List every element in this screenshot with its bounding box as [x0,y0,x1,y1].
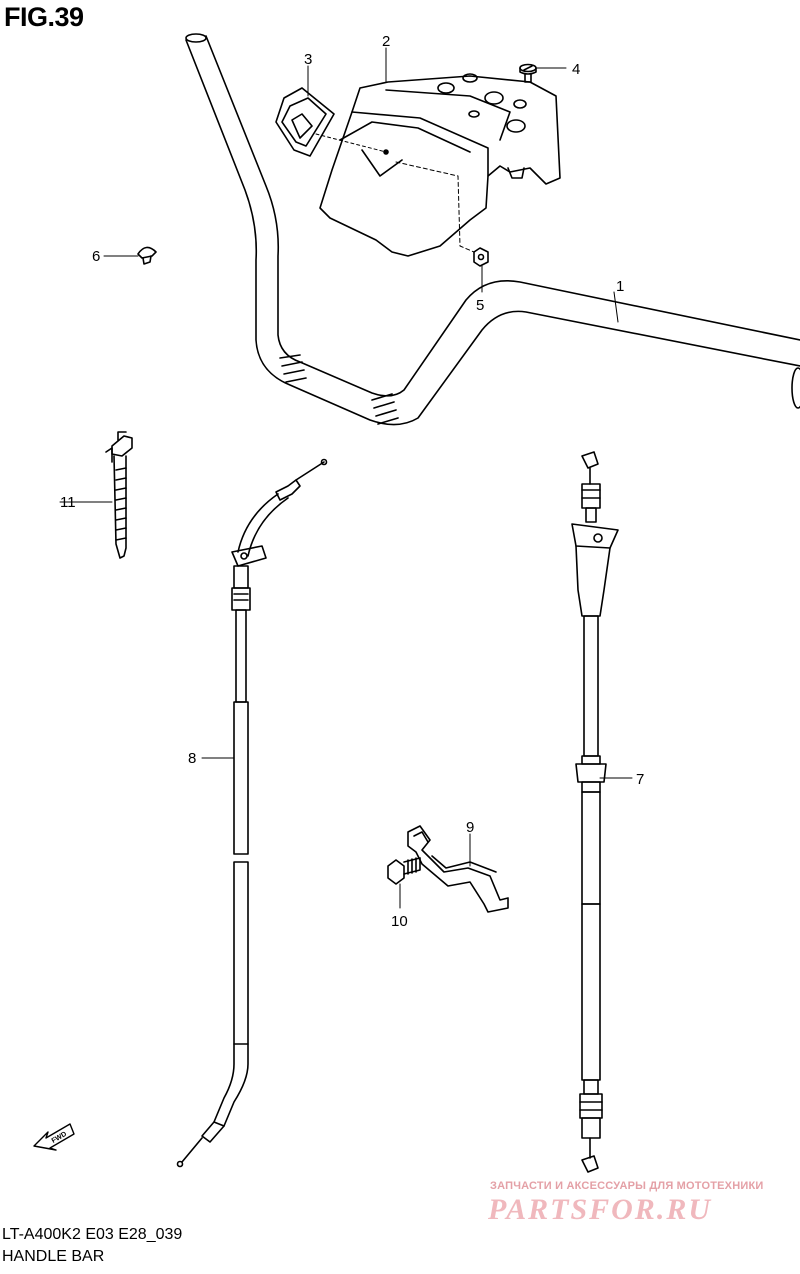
throttle-cable-part [176,458,328,1168]
screw-part [519,63,537,83]
callout-labels: 1 2 3 4 5 6 7 8 9 10 11 [60,33,644,930]
callout-7: 7 [636,771,644,788]
bracket-part [407,825,509,913]
callout-2: 2 [382,33,390,50]
callout-1: 1 [616,278,624,295]
callout-9: 9 [466,819,474,836]
cap-part [137,246,157,265]
emblem-clip-part [275,87,335,157]
callout-5: 5 [476,297,484,314]
callout-6: 6 [92,248,100,265]
callout-3: 3 [304,51,312,68]
handlebar-cover-part [319,73,561,257]
leader-lines [59,47,633,909]
bolt-part [387,857,421,885]
nut-part [473,247,489,267]
cable-tie-part [105,431,133,559]
watermark-logo: PARTSFOR.RU [488,1193,712,1226]
figure-caption: HANDLE BAR [2,1248,105,1265]
control-cable-part [571,451,619,1173]
callout-8: 8 [188,750,196,767]
watermark-tagline: ЗАПЧАСТИ И АКСЕССУАРЫ ДЛЯ МОТОТЕХНИКИ [490,1180,764,1192]
callout-11: 11 [60,494,76,511]
handlebar-part [185,33,800,426]
model-code: LT-A400K2 E03 E28_039 [2,1226,183,1243]
fwd-arrow-icon: FWD [33,1123,75,1151]
callout-10: 10 [391,913,408,930]
callout-4: 4 [572,61,580,78]
figure-title: FIG.39 [4,2,84,32]
